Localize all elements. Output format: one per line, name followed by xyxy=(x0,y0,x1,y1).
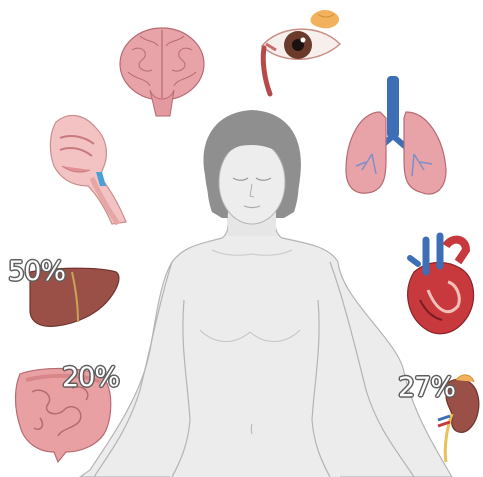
intestine-percent-label: 20% xyxy=(62,364,119,391)
kidney-percent-label: 27% xyxy=(398,374,455,401)
liver-percent-label: 50% xyxy=(8,258,65,285)
